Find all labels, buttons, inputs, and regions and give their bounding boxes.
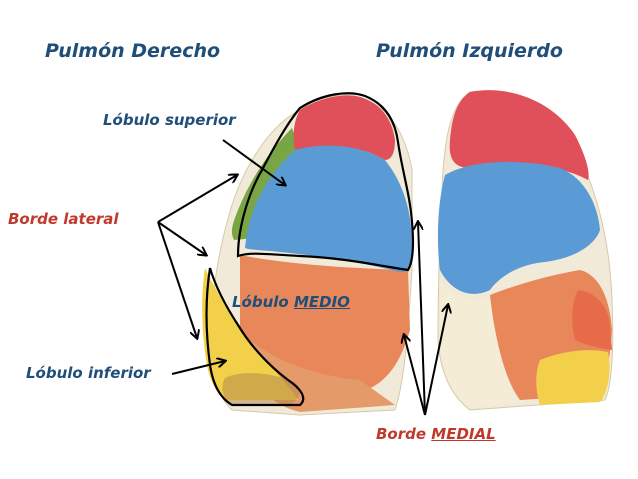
lower-lobe-outline bbox=[205, 267, 305, 407]
upper-lobe-arrow bbox=[222, 139, 285, 185]
right-lung-illustration bbox=[202, 92, 415, 416]
left-lower-yellow-region bbox=[536, 350, 610, 405]
medial-border-emphasis: MEDIAL bbox=[431, 425, 496, 443]
lower-shadow-region bbox=[222, 373, 300, 404]
medial-border-arrow-2 bbox=[418, 222, 426, 416]
pointer-arrows bbox=[157, 139, 448, 416]
upper-lobe-outline bbox=[236, 92, 415, 272]
left-apex-region bbox=[449, 90, 589, 180]
lateral-border-label: Borde lateral bbox=[8, 210, 119, 228]
lower-lobe-arrow bbox=[171, 361, 225, 375]
lateral-border-arrow-1 bbox=[157, 175, 237, 223]
green-segment bbox=[231, 128, 300, 240]
right-apex-region bbox=[293, 95, 395, 160]
middle-lobe-region bbox=[240, 255, 410, 392]
lateral-border-arrow-2 bbox=[157, 221, 206, 255]
middle-lobe-label: Lóbulo MEDIO bbox=[232, 293, 350, 311]
lower-lobe-label: Lóbulo inferior bbox=[26, 364, 151, 382]
middle-lobe-emphasis: MEDIO bbox=[293, 293, 350, 311]
middle-lobe-prefix: Lóbulo bbox=[232, 293, 289, 311]
left-lung-title: Pulmón Izquierdo bbox=[376, 40, 563, 62]
upper-lobe-label: Lóbulo superior bbox=[103, 111, 236, 129]
medial-border-arrow-3 bbox=[424, 305, 448, 416]
lateral-border-arrow-3 bbox=[157, 221, 197, 338]
left-lower-salmon-region bbox=[572, 290, 612, 350]
left-lung-illustration bbox=[437, 90, 614, 411]
medial-border-label: Borde MEDIAL bbox=[376, 425, 496, 443]
left-upper-lobe-region bbox=[437, 161, 600, 294]
medial-border-arrow-1 bbox=[404, 335, 426, 416]
left-lower-cream-region bbox=[440, 280, 518, 408]
right-lung-title: Pulmón Derecho bbox=[45, 40, 221, 62]
medial-border-prefix: Borde bbox=[376, 425, 427, 443]
